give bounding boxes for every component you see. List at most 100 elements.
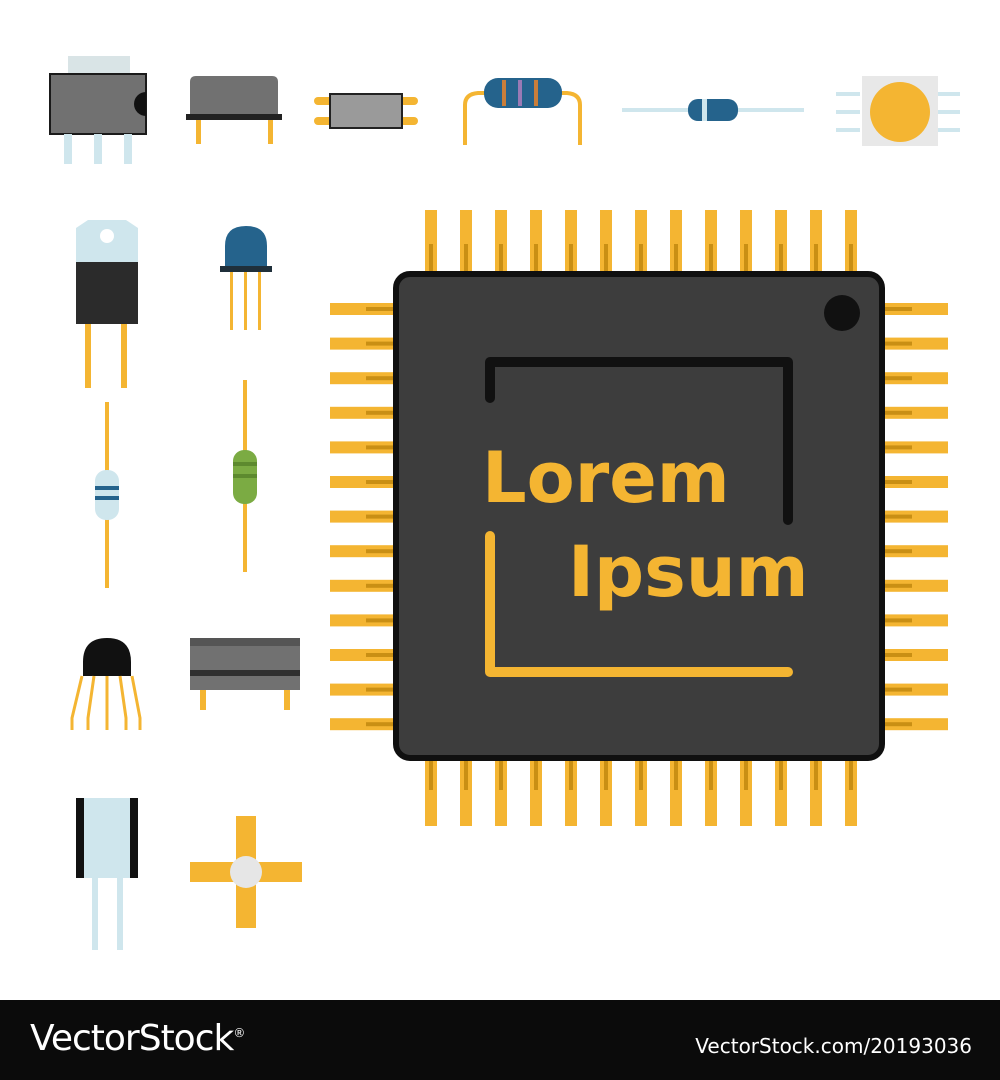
chip-pin bbox=[330, 406, 398, 419]
chip-label-line1: Lorem bbox=[482, 437, 730, 519]
chip-pin bbox=[775, 758, 787, 826]
chip-pin bbox=[880, 510, 948, 523]
chip-pin bbox=[330, 649, 398, 661]
chip-pin bbox=[534, 244, 538, 276]
chip-pin bbox=[464, 758, 468, 790]
chip-pin bbox=[674, 244, 678, 276]
chip-pin bbox=[674, 758, 678, 790]
chip-pin bbox=[429, 244, 433, 276]
chip-pin bbox=[366, 480, 398, 484]
chip-pin bbox=[565, 210, 577, 276]
chip-pin bbox=[810, 758, 822, 826]
chip-pin bbox=[330, 303, 398, 315]
chip-pin bbox=[425, 210, 437, 276]
chip-pin bbox=[849, 758, 853, 790]
chip-pin bbox=[670, 210, 682, 276]
chip-pin bbox=[740, 758, 752, 826]
chip-pin bbox=[880, 545, 948, 558]
chip-pin bbox=[330, 718, 398, 731]
chip-pin bbox=[425, 758, 437, 826]
chip-pin bbox=[880, 687, 912, 692]
chip-pin bbox=[880, 653, 912, 657]
chip-label-line2: Ipsum bbox=[568, 531, 809, 613]
chip-pin bbox=[464, 244, 468, 276]
chip-pin bbox=[530, 210, 542, 276]
chip-pin bbox=[330, 683, 398, 696]
chip-pin bbox=[330, 614, 398, 627]
chip-pin bbox=[709, 244, 713, 276]
chip-pin bbox=[534, 758, 538, 790]
chip-pin bbox=[880, 376, 912, 381]
chip-pin bbox=[569, 244, 573, 276]
chip-pin bbox=[366, 410, 398, 415]
chip-pin bbox=[499, 244, 503, 276]
brand-logo: VectorStock® bbox=[30, 1018, 245, 1059]
chip-pin bbox=[880, 579, 948, 592]
chip-pin bbox=[740, 210, 752, 276]
chip-pin bbox=[880, 307, 912, 311]
chip-pin bbox=[880, 683, 948, 696]
chip-pin bbox=[880, 372, 948, 385]
chip-pin bbox=[635, 758, 647, 826]
chip-pin bbox=[744, 758, 748, 790]
chip-pin bbox=[366, 341, 398, 346]
chip-pin bbox=[810, 210, 822, 276]
chip-pin bbox=[880, 406, 948, 419]
chip-pin bbox=[775, 210, 787, 276]
chip-pin bbox=[639, 758, 643, 790]
chip-pin bbox=[330, 372, 398, 385]
chip-pins bbox=[330, 210, 948, 826]
chip-pin bbox=[460, 758, 472, 826]
chip-pin bbox=[814, 758, 818, 790]
chip-pin bbox=[600, 210, 612, 276]
chip-corner-mark-top bbox=[485, 357, 793, 525]
chip-pin bbox=[849, 244, 853, 276]
cross-pad-icon bbox=[190, 816, 302, 928]
chip-pin bbox=[670, 758, 682, 826]
chip-pin bbox=[330, 337, 398, 350]
chip-pin bbox=[639, 244, 643, 276]
chip-pin bbox=[330, 579, 398, 592]
footer-bar: VectorStock® VectorStock.com/20193036 bbox=[0, 1000, 1000, 1080]
chip-pin bbox=[565, 758, 577, 826]
power-transistor-icon bbox=[76, 220, 138, 388]
chip-corner-mark-bottom bbox=[485, 531, 793, 677]
chip-pin bbox=[814, 244, 818, 276]
chip-pin bbox=[880, 476, 948, 488]
chip-pin bbox=[880, 583, 912, 588]
chip-pin bbox=[880, 718, 948, 731]
chip-pin bbox=[495, 758, 507, 826]
chip-pin bbox=[604, 244, 608, 276]
chip-pin bbox=[366, 583, 398, 588]
microchip-icon: Lorem Ipsum bbox=[330, 210, 948, 826]
chip-pin bbox=[366, 549, 398, 554]
chip-pin bbox=[880, 549, 912, 554]
chip-pin bbox=[366, 445, 398, 450]
chip-pin bbox=[366, 722, 398, 727]
crystal-oscillator-icon bbox=[186, 76, 282, 144]
chip-pin bbox=[880, 337, 948, 350]
capacitor-block-icon bbox=[190, 638, 300, 710]
chip-pin bbox=[705, 210, 717, 276]
chip-pin bbox=[845, 758, 857, 826]
chip-pin bbox=[499, 758, 503, 790]
chip-pin bbox=[366, 653, 398, 657]
chip-pin bbox=[779, 244, 783, 276]
chip-pin bbox=[495, 210, 507, 276]
chip-body bbox=[393, 271, 885, 761]
chip-pin bbox=[744, 244, 748, 276]
brand-name: VectorStock bbox=[30, 1018, 234, 1059]
chip-pin bbox=[880, 618, 912, 623]
chip-pin bbox=[330, 545, 398, 558]
chip-pin bbox=[880, 341, 912, 346]
chip-pin bbox=[880, 480, 912, 484]
voltage-regulator-icon bbox=[49, 56, 147, 164]
chip-pin bbox=[530, 758, 542, 826]
small-resistor-icon bbox=[95, 402, 119, 588]
chip-pin bbox=[880, 410, 912, 415]
chip-pin bbox=[429, 758, 433, 790]
brand-mark: ® bbox=[233, 1026, 245, 1040]
chip-pin bbox=[366, 376, 398, 381]
chip-pin bbox=[330, 510, 398, 523]
chip-pin bbox=[880, 303, 948, 315]
